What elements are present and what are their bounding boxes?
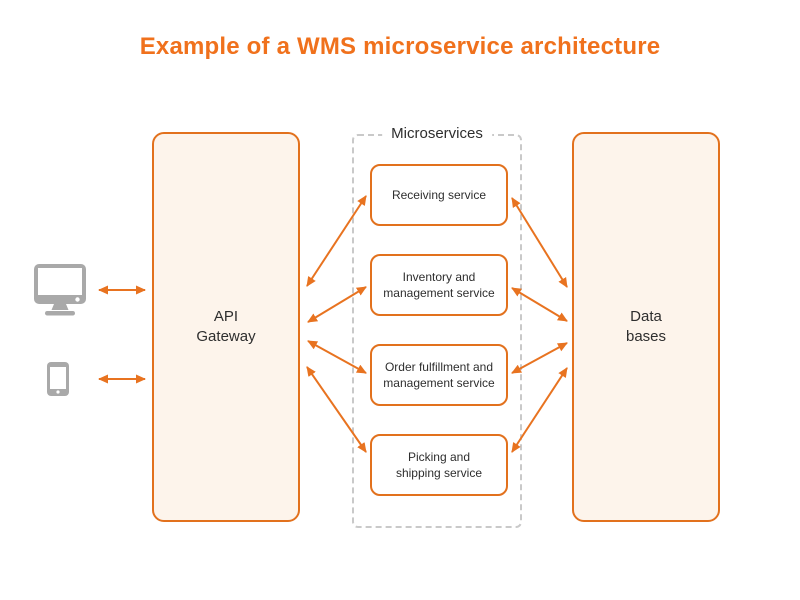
databases-label: Data bases xyxy=(625,307,667,345)
api-gateway-label: API Gateway xyxy=(196,307,256,345)
desktop-computer-icon xyxy=(34,264,86,316)
inventory-management-service-node: Inventory and management service xyxy=(370,254,508,316)
order-fulfillment-management-service-node: Order fulfillment and management service xyxy=(370,344,508,406)
microservices-group-label: Microservices xyxy=(382,125,492,142)
api-gateway-node: API Gateway xyxy=(152,132,300,522)
microservices-group: Microservices xyxy=(352,125,522,528)
databases-node: Data bases xyxy=(572,132,720,522)
picking-shipping-service-node: Picking and shipping service xyxy=(370,434,508,496)
receiving-service-node: Receiving service xyxy=(370,164,508,226)
diagram-title: Example of a WMS microservice architectu… xyxy=(139,33,661,60)
mobile-phone-icon xyxy=(47,362,69,396)
